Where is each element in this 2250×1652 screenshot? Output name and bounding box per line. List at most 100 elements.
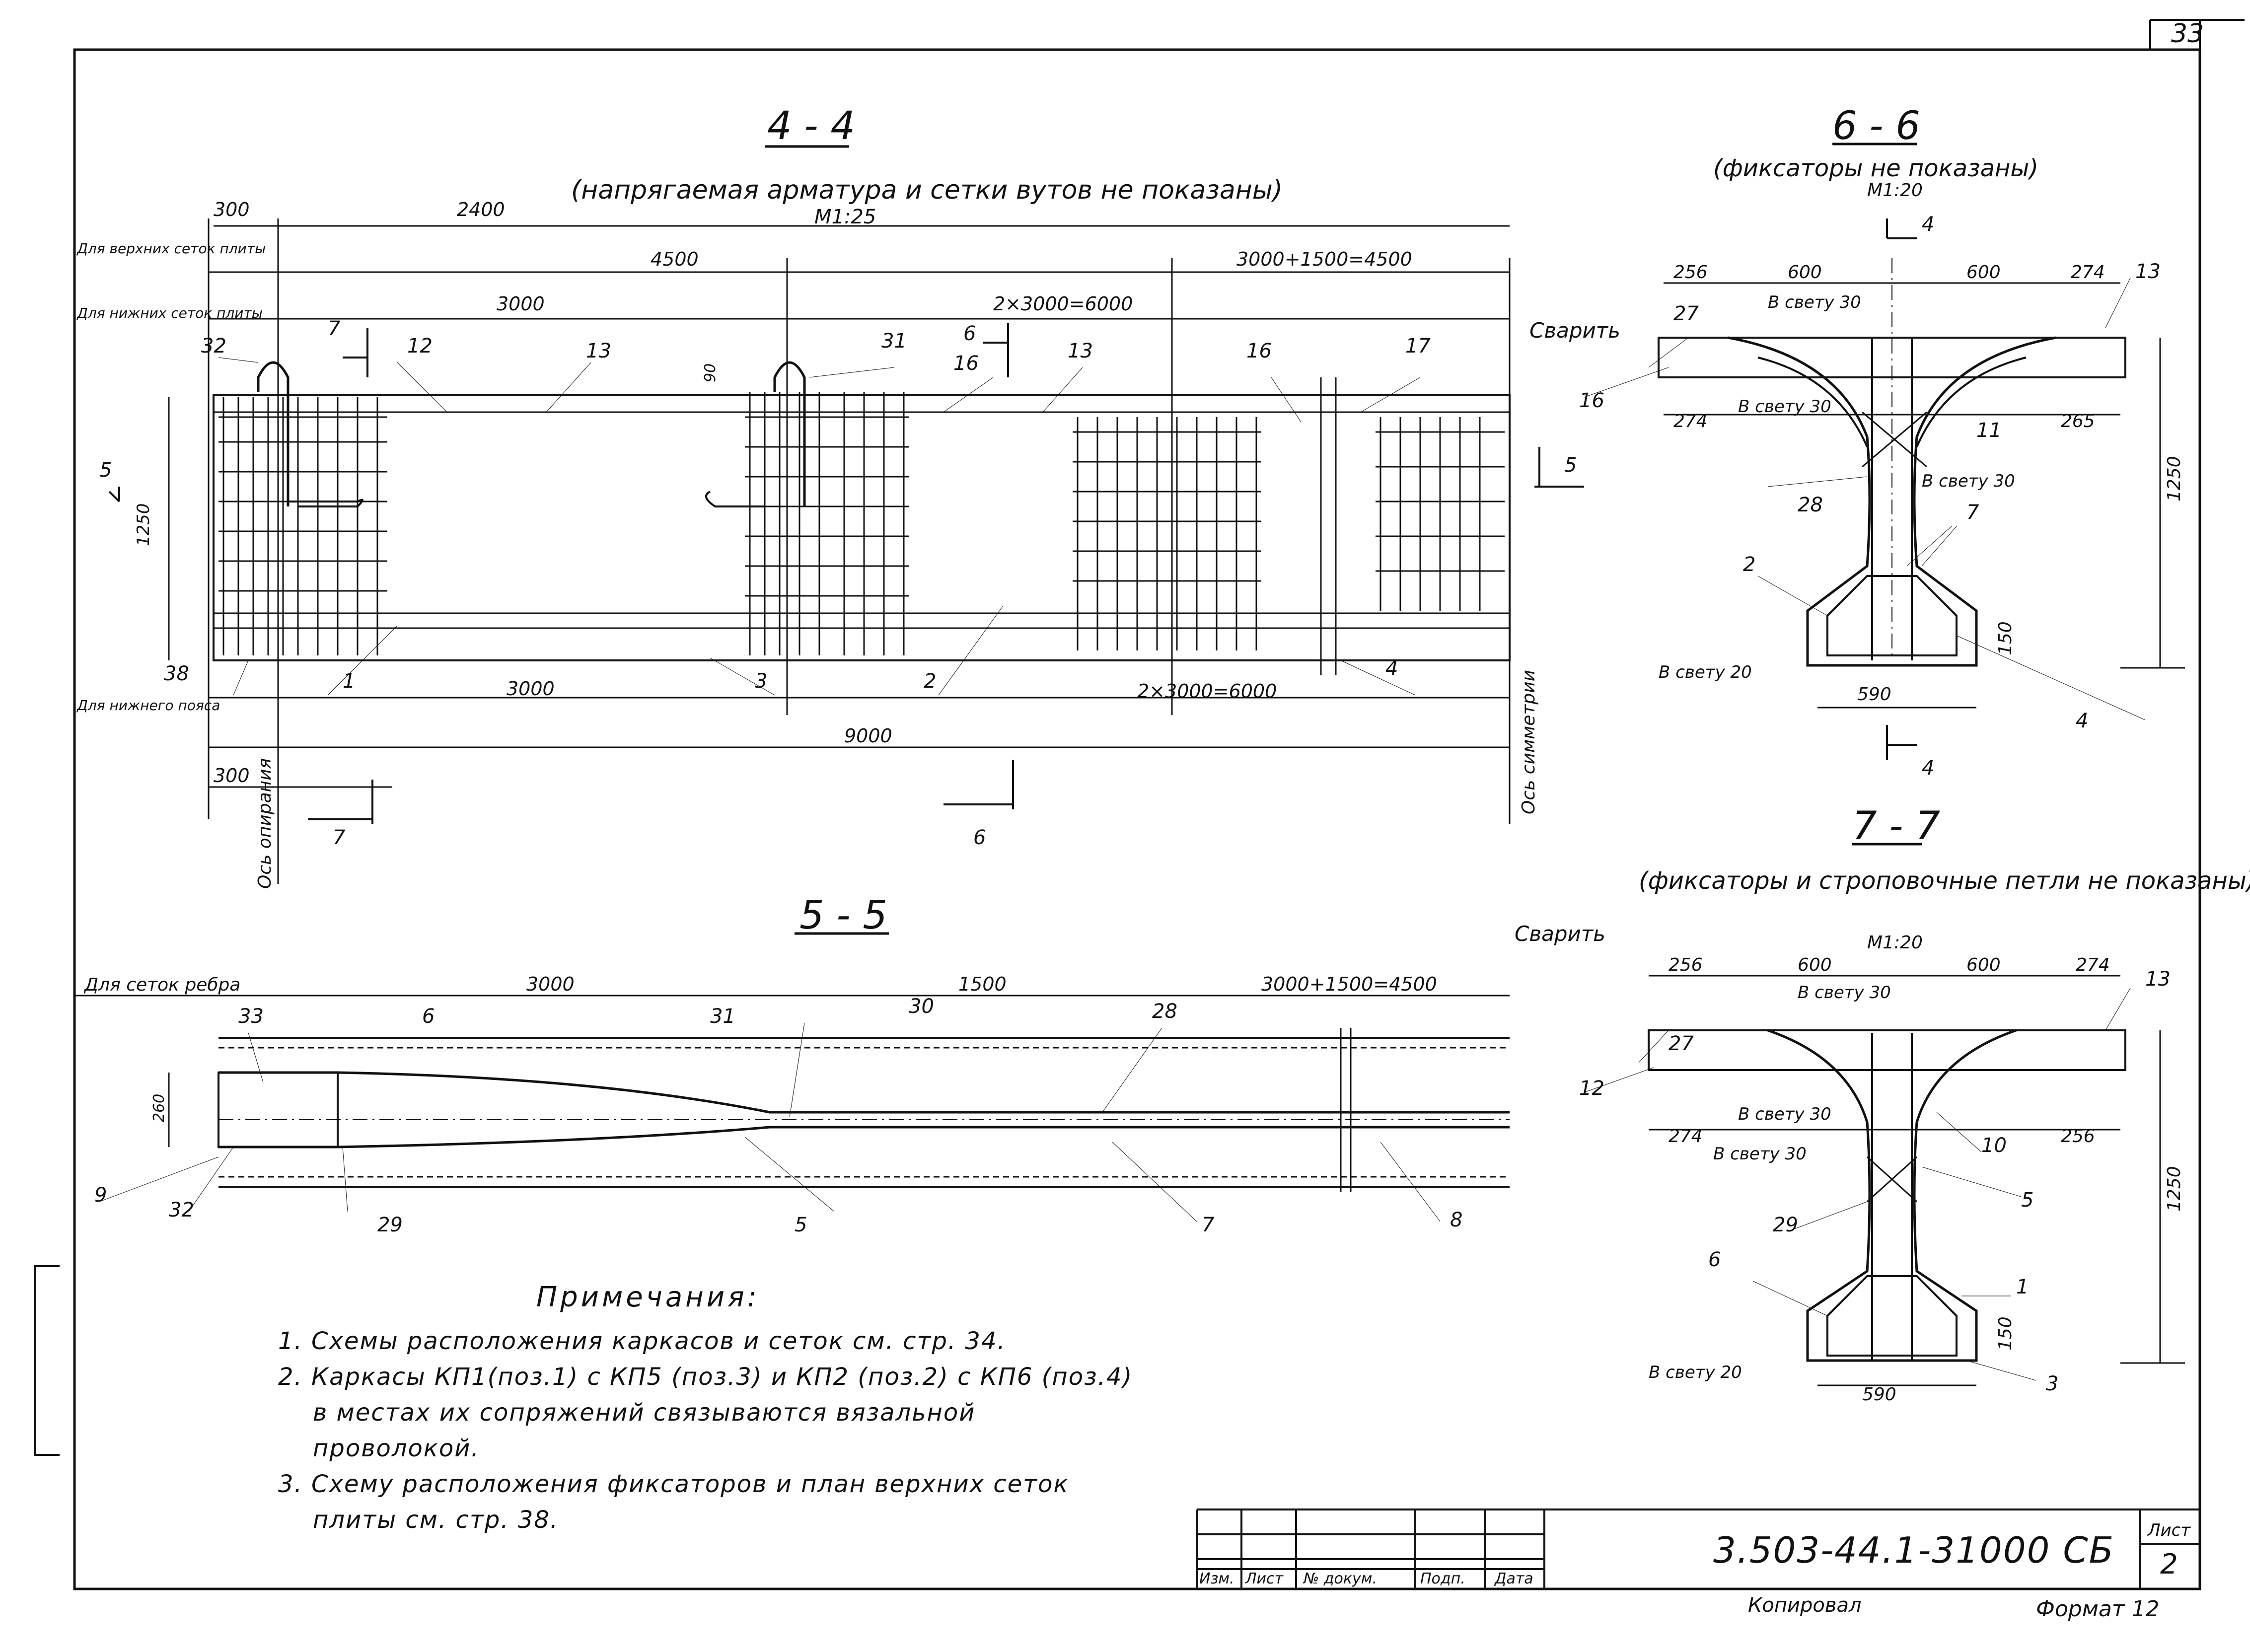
callout-6-bottom: 6 bbox=[973, 826, 986, 849]
callout-30: 30 bbox=[909, 995, 934, 1018]
title-block-lines bbox=[1196, 1508, 2200, 1589]
dim-3000-nets: 3000 bbox=[497, 293, 545, 315]
dim-1250-height: 1250 bbox=[134, 503, 153, 546]
callout-28: 28 bbox=[1152, 1000, 1177, 1023]
label-section_7_7-dims-6: 1250 bbox=[2164, 1166, 2184, 1212]
label-section_6_6-callouts-1: 27 bbox=[1673, 302, 1699, 325]
label-section_6_6-dims-3: 274 bbox=[2071, 262, 2105, 283]
callout-6: 6 bbox=[422, 1005, 435, 1028]
dim-3000-plus-1500: 3000+1500=4500 bbox=[1236, 248, 1412, 270]
callout-6-top: 6 bbox=[963, 322, 976, 345]
callout-9: 9 bbox=[94, 1184, 107, 1207]
dim-300-top: 300 bbox=[214, 199, 250, 220]
tb-col-sign: Подп. bbox=[1420, 1570, 1465, 1587]
label-section_6_6-callouts-5: 7 bbox=[1966, 501, 1979, 524]
sheet-number: 33 bbox=[2171, 19, 2204, 49]
section-7-7-weld: Сварить bbox=[1515, 922, 1605, 946]
callout-31: 31 bbox=[881, 330, 907, 353]
label-section_6_6-dims-0: 256 bbox=[1673, 262, 1708, 283]
callout-16-right: 16 bbox=[1246, 340, 1272, 362]
callout-38: 38 bbox=[164, 662, 189, 685]
callout-31: 31 bbox=[710, 1005, 735, 1028]
section-4-4-callouts: 32 7 12 13 31 6 16 13 16 17 5 5 38 1 3 2… bbox=[99, 317, 1577, 849]
callout-32: 32 bbox=[169, 1199, 194, 1221]
note-1: 1. Схемы расположения каркасов и сеток с… bbox=[278, 1327, 1006, 1355]
dim-3000-plus-1500-rib: 3000+1500=4500 bbox=[1261, 973, 1437, 995]
label-section_6_6-dims-1: 600 bbox=[1788, 262, 1822, 283]
row-label-rib-nets: Для сеток ребра bbox=[83, 975, 240, 995]
section-4-4-subtitle: (напрягаемая арматура и сетки вутов не п… bbox=[571, 175, 1283, 205]
dim-3000-rib: 3000 bbox=[526, 973, 575, 995]
callout-7: 7 bbox=[1202, 1214, 1215, 1236]
copied-by: Копировал bbox=[1748, 1594, 1862, 1617]
label-section_7_7-dims-0: 256 bbox=[1669, 955, 1703, 975]
label-section_6_6-clear_labels-3: В свету 20 bbox=[1659, 662, 1752, 682]
callout-32: 32 bbox=[201, 335, 226, 358]
tb-col-doc: № докум. bbox=[1304, 1570, 1377, 1587]
label-section_7_7-dims-4: 274 bbox=[1669, 1126, 1703, 1147]
section-5-5-title: 5 - 5 bbox=[799, 893, 887, 938]
callout-5-left: 5 bbox=[99, 459, 112, 482]
label-section_7_7-callouts-5: 29 bbox=[1773, 1214, 1798, 1236]
label-section_6_6-callouts-4: 28 bbox=[1798, 494, 1823, 516]
dim-2400: 2400 bbox=[457, 199, 505, 220]
label-section_6_6-dims-8: 150 bbox=[1995, 621, 2016, 655]
section-7-7-subtitle: (фиксаторы и строповочные петли не показ… bbox=[1639, 867, 2250, 895]
dim-1500-rib: 1500 bbox=[958, 973, 1007, 995]
label-section_7_7-dims-3: 274 bbox=[2076, 955, 2110, 975]
section-6-6-clear-labels: В свету 30 В свету 30 В свету 30 В свету… bbox=[1659, 292, 2015, 682]
callout-3: 3 bbox=[755, 670, 767, 693]
label-section_6_6-dims-6: 1250 bbox=[2164, 456, 2184, 502]
label-section_7_7-dims-1: 600 bbox=[1798, 955, 1832, 975]
dim-260: 260 bbox=[150, 1094, 168, 1122]
note-2-cont2: проволокой. bbox=[313, 1435, 480, 1462]
label-section_7_7-callouts-8: 3 bbox=[2046, 1372, 2058, 1395]
callout-33: 33 bbox=[238, 1005, 264, 1028]
label-section_6_6-dims-2: 600 bbox=[1966, 262, 2001, 283]
label-section_6_6-callouts-7: 4 bbox=[2076, 710, 2088, 732]
label-section_6_6-callouts-9: 4 bbox=[1922, 757, 1934, 780]
tb-col-date: Дата bbox=[1495, 1570, 1533, 1587]
label-section_7_7-callouts-3: 10 bbox=[1981, 1134, 2007, 1157]
section-6-6-subtitle: (фиксаторы не показаны) bbox=[1713, 154, 2038, 182]
label-section_6_6-dims-7: 590 bbox=[1857, 684, 1891, 705]
row-label-upper-nets: Для верхних сеток плиты bbox=[76, 240, 266, 257]
callout-5-right: 5 bbox=[1564, 454, 1577, 477]
paper-format: Формат 12 bbox=[2036, 1596, 2160, 1622]
section-6-6-callouts: 13 27 16 11 28 7 2 4 4 4 bbox=[1579, 213, 2161, 780]
row-label-lower-nets: Для нижних сеток плиты bbox=[76, 305, 263, 321]
label-section_6_6-clear_labels-2: В свету 30 bbox=[1922, 471, 2015, 491]
label-section_7_7-callouts-6: 6 bbox=[1708, 1248, 1721, 1271]
dim-300-bottom: 300 bbox=[214, 765, 250, 787]
section-6-6 bbox=[1584, 143, 2185, 760]
label-section_7_7-callouts-1: 27 bbox=[1669, 1032, 1694, 1055]
dim-2x3000-nets: 2×3000=6000 bbox=[993, 293, 1133, 315]
label-section_6_6-callouts-8: 4 bbox=[1922, 213, 1934, 236]
label-section_7_7-clear_labels-0: В свету 30 bbox=[1798, 983, 1891, 1003]
label-section_7_7-clear_labels-1: В свету 30 bbox=[1738, 1104, 1831, 1124]
section-4-4-scale: М1:25 bbox=[814, 206, 876, 228]
label-section_7_7-dims-7: 590 bbox=[1862, 1384, 1896, 1405]
callout-1: 1 bbox=[343, 670, 355, 693]
axis-symmetry-label: Ось симметрии bbox=[1519, 670, 1539, 814]
axis-support-label: Ось опирания bbox=[255, 758, 275, 889]
section-7-7-title: 7 - 7 bbox=[1852, 804, 1940, 849]
section-6-6-weld: Сварить bbox=[1529, 318, 1620, 343]
tb-sheet-label: Лист bbox=[2148, 1520, 2191, 1540]
label-section_6_6-dims-4: 274 bbox=[1673, 411, 1708, 431]
note-2: 2. Каркасы КП1(поз.1) с КП5 (поз.3) и КП… bbox=[278, 1363, 1133, 1391]
tb-col-sheet: Лист bbox=[1245, 1570, 1284, 1587]
callout-8: 8 bbox=[1450, 1209, 1462, 1231]
label-section_7_7-dims-8: 150 bbox=[1995, 1316, 2016, 1351]
section-7-7-dims: 256 600 600 274 274 256 1250 590 150 bbox=[1669, 955, 2184, 1405]
callout-5: 5 bbox=[795, 1214, 807, 1236]
section-7-7-clear-labels: В свету 30 В свету 30 В свету 30 В свету… bbox=[1649, 983, 1891, 1382]
dim-90: 90 bbox=[702, 363, 719, 382]
label-section_7_7-callouts-4: 5 bbox=[2021, 1189, 2033, 1212]
section-4-4 bbox=[108, 145, 1584, 884]
label-section_7_7-dims-5: 256 bbox=[2061, 1126, 2095, 1147]
callout-16-left: 16 bbox=[953, 352, 979, 375]
label-section_6_6-clear_labels-0: В свету 30 bbox=[1768, 292, 1861, 312]
